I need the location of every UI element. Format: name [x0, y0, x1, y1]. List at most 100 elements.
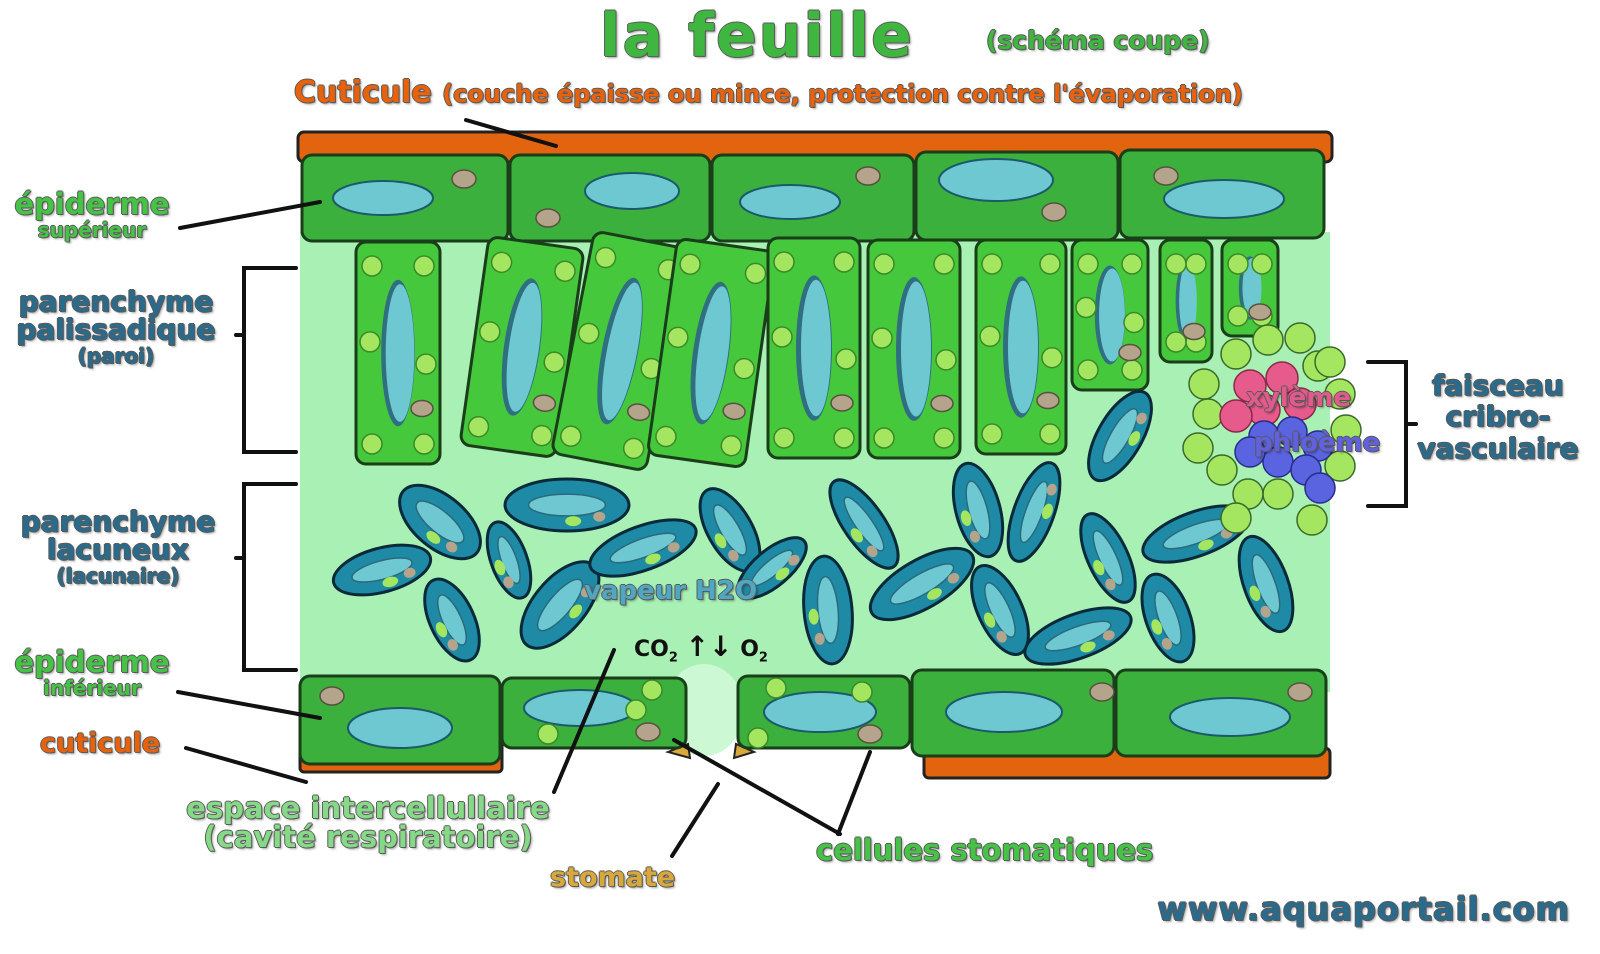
chloroplast	[655, 425, 677, 448]
nucleus	[1105, 578, 1116, 591]
label-lac-line1: parenchyme	[20, 505, 216, 538]
chloroplast	[641, 679, 663, 701]
chloroplast	[490, 251, 513, 274]
chloroplast	[773, 427, 795, 449]
vacuole	[351, 557, 413, 583]
nucleus	[503, 576, 514, 589]
nucleus	[1136, 412, 1147, 425]
label-lac-line3: (lacunaire)	[56, 564, 180, 588]
vacuole	[945, 691, 1063, 733]
chloroplast	[359, 331, 381, 353]
nucleus	[1036, 391, 1060, 410]
spongy-cell	[868, 546, 976, 622]
palisade-parenchyma	[354, 231, 1280, 471]
chloroplast	[426, 531, 441, 544]
nucleus	[969, 530, 980, 543]
chloroplast	[543, 351, 565, 373]
nucleus	[722, 402, 746, 421]
chloroplast	[537, 723, 559, 745]
lower-epidermis-cell	[298, 674, 502, 766]
spongy-cell	[1140, 572, 1196, 664]
phloem-cell	[1276, 416, 1308, 448]
vacuole	[1179, 263, 1197, 339]
label-vapeur: vapeur H2O	[584, 576, 758, 606]
chloroplast	[1128, 431, 1141, 446]
upper-epidermis	[300, 148, 1326, 243]
vascular-cell	[1330, 414, 1362, 446]
vacuole	[584, 172, 680, 210]
chloroplast	[645, 553, 661, 565]
chloroplast	[927, 588, 942, 600]
chloroplast	[984, 612, 996, 628]
nucleus	[535, 208, 561, 228]
phloem-cell	[1304, 472, 1336, 504]
leader-stomate	[670, 782, 720, 858]
nucleus	[580, 586, 592, 598]
bracket-palissadique	[234, 266, 298, 454]
leader-epiderme-inf	[176, 690, 322, 720]
label-epiderme-inf-line2: inférieur	[43, 676, 141, 700]
chloroplast	[565, 516, 582, 527]
vascular-cell	[1296, 504, 1328, 536]
label-xyleme: xylème	[1246, 383, 1351, 413]
chloroplast	[808, 608, 819, 625]
vacuole	[385, 284, 415, 422]
vacuole	[938, 158, 1054, 202]
label-lac-line2: lacuneux	[47, 533, 189, 566]
label-cuticule-upper-note: (couche épaisse ou mince, protection con…	[442, 80, 1243, 108]
label-epiderme-sup-line2: supérieur	[37, 218, 147, 242]
vacuole	[415, 500, 465, 544]
chloroplast	[1123, 311, 1145, 334]
spongy-cell	[970, 564, 1030, 656]
label-faisceau-line1: faisceau	[1432, 369, 1564, 402]
label-cuticule-lower: cuticule	[40, 728, 161, 759]
bracket-lacuneux	[234, 482, 298, 672]
label-co2-sub: 2	[668, 650, 678, 666]
spongy-cell	[1237, 534, 1295, 634]
lower-epidermis-cell	[910, 668, 1116, 758]
vacuole	[739, 184, 841, 220]
upper-epidermis-cell	[914, 150, 1120, 242]
spongy-cell	[503, 477, 631, 533]
label-cuticule-upper: Cuticule (couche épaisse ou mince, prote…	[294, 78, 1243, 108]
palisade-cell	[1220, 238, 1280, 338]
subtitle: (schéma coupe)	[986, 26, 1210, 55]
arrow-up-icon: ↑	[685, 630, 710, 663]
chloroplast	[1227, 305, 1249, 327]
chloroplast	[873, 253, 895, 275]
nucleus	[857, 724, 883, 744]
leader-epiderme-sup	[178, 200, 322, 230]
nucleus	[635, 722, 661, 742]
vacuole	[602, 282, 642, 421]
palisade-cell	[974, 238, 1068, 456]
vacuole	[901, 281, 931, 417]
label-faisceau-line3: vasculaire	[1417, 431, 1579, 465]
chloroplast	[1077, 359, 1099, 381]
vascular-cell	[1220, 338, 1252, 370]
vacuole	[1008, 280, 1038, 414]
vacuole	[889, 563, 955, 605]
vascular-cell	[1284, 322, 1316, 354]
spongy-cell	[485, 520, 533, 600]
chloroplast	[1251, 253, 1273, 275]
nucleus	[947, 573, 960, 584]
chloroplast	[554, 260, 576, 282]
nucleus	[855, 166, 881, 186]
vacuole	[712, 504, 748, 556]
chloroplast	[1077, 253, 1099, 275]
chloroplast	[1121, 359, 1143, 381]
label-stomate: stomate	[550, 862, 676, 893]
spongy-cell	[1023, 606, 1133, 666]
nucleus	[866, 545, 878, 558]
chloroplast	[1165, 331, 1187, 353]
chloroplast	[679, 253, 701, 275]
vacuole	[1154, 590, 1182, 646]
vacuole	[1251, 553, 1281, 615]
vacuole	[695, 286, 731, 421]
chloroplast	[569, 604, 583, 619]
vascular-cell	[1314, 346, 1346, 378]
